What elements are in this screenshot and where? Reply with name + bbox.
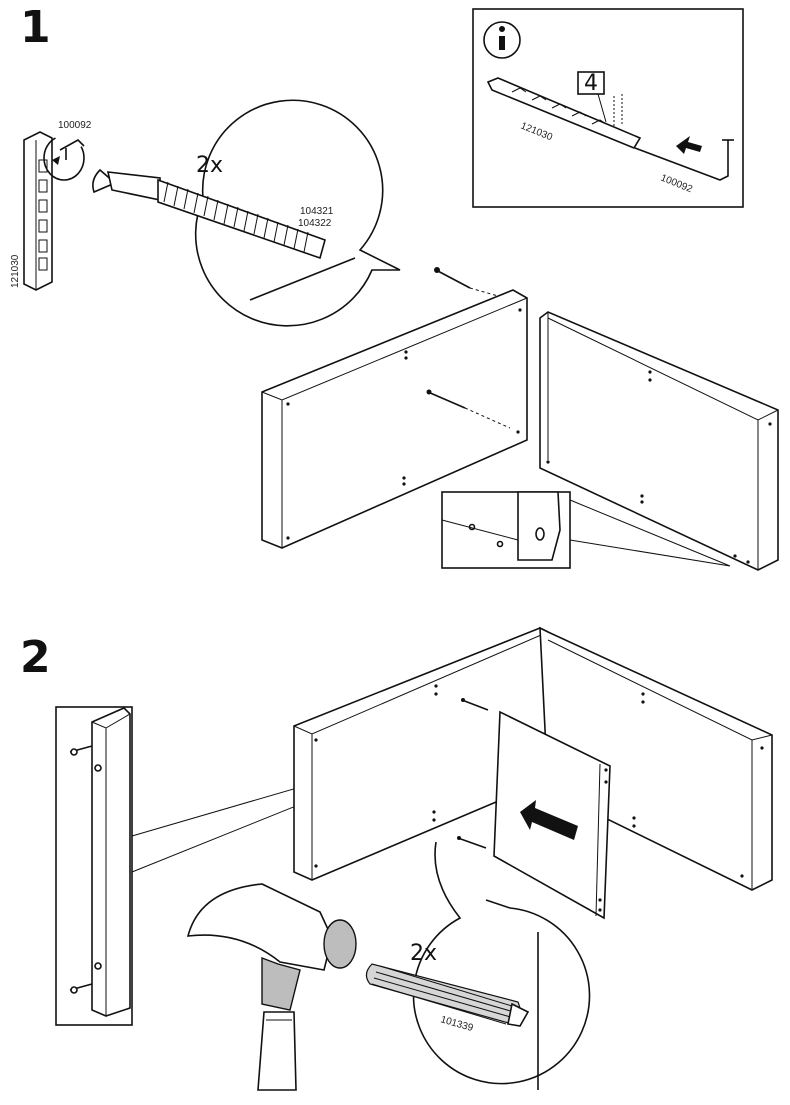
step-2-number: 2	[20, 632, 51, 683]
small-screw	[434, 267, 506, 299]
info-icon	[483, 21, 521, 59]
step-1-quantity: 2x	[196, 153, 223, 178]
dowel-code: 101339	[439, 1014, 475, 1034]
wrench-code: 100092	[58, 120, 92, 131]
step-2-quantity: 2x	[410, 941, 437, 966]
left-panel	[261, 289, 528, 549]
step-1-number: 1	[20, 2, 51, 53]
screw-code-a: 104321	[300, 206, 334, 217]
screw-zoom-circle: 2x 104321 104322	[92, 99, 401, 327]
corner-detail-box	[441, 491, 731, 569]
screw-thread	[157, 178, 326, 260]
hammer-icon	[186, 883, 357, 1091]
shelf-panel	[457, 710, 611, 920]
tool-bar-121030: 121030	[10, 131, 53, 291]
wrench-100092: 100092	[43, 120, 92, 181]
screw-code-b: 104322	[298, 218, 332, 229]
tool-bar-code: 121030	[10, 254, 21, 288]
setting-label: 4	[584, 71, 598, 96]
info-box: 4 121030 100092	[472, 8, 744, 208]
right-panel	[539, 311, 779, 571]
info-wrench-code: 100092	[659, 173, 694, 196]
info-tool-bar-code: 121030	[519, 121, 554, 144]
push-arrow-icon	[520, 800, 578, 840]
setting-label-box	[577, 71, 605, 95]
